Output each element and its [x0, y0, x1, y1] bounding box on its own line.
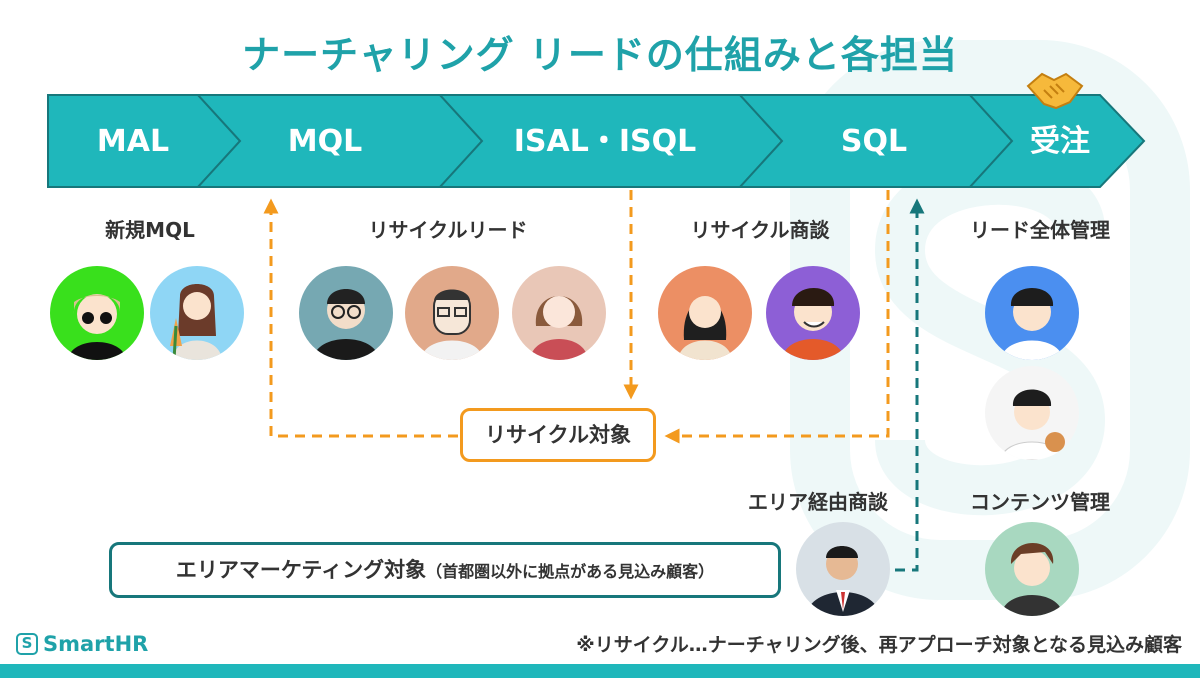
- stage-band: [47, 94, 1146, 188]
- label-lead-management: リード全体管理: [970, 218, 1110, 242]
- arrow-recycle-to-mql: [263, 198, 458, 438]
- handshake-icon: [1026, 72, 1084, 110]
- label-recycle-lead: リサイクルリード: [368, 218, 528, 242]
- footnote: ※リサイクル…ナーチャリング後、再アプローチ対象となる見込み顧客: [576, 634, 1182, 656]
- avatar: [985, 266, 1079, 360]
- avatar: [405, 266, 499, 360]
- avatar: [985, 366, 1079, 460]
- avatar: [985, 522, 1079, 616]
- avatar: [658, 266, 752, 360]
- arrow-area-to-sql: [878, 198, 925, 572]
- label-recycle-deal: リサイクル商談: [690, 218, 830, 242]
- area-marketing-sub-text: （首都圏以外に拠点がある見込み顧客）: [426, 562, 715, 581]
- label-new-mql: 新規MQL: [105, 218, 195, 242]
- area-marketing-target-box: エリアマーケティング対象（首都圏以外に拠点がある見込み顧客）: [109, 542, 781, 598]
- avatar: [299, 266, 393, 360]
- area-marketing-main-text: エリアマーケティング対象: [175, 558, 427, 582]
- avatar: [512, 266, 606, 360]
- avatar: [796, 522, 890, 616]
- bottom-accent-bar: [0, 664, 1200, 678]
- smarthr-logo-icon: S: [16, 633, 38, 655]
- label-content-management: コンテンツ管理: [970, 490, 1110, 514]
- stage-isal-isql-label: ISAL・ISQL: [513, 124, 697, 159]
- stage-mal-label: MAL: [96, 124, 170, 159]
- logo-text: SmartHR: [43, 632, 149, 656]
- recycle-loop-arrows: [263, 190, 890, 444]
- recycle-target-box: リサイクル対象: [460, 408, 656, 462]
- arrow-sql-to-recycle: [664, 190, 890, 444]
- stage-order-shape: [967, 94, 1146, 188]
- avatar: [150, 266, 244, 360]
- label-area-deal: エリア経由商談: [748, 490, 888, 514]
- page-title: ナーチャリング リードの仕組みと各担当: [242, 33, 958, 77]
- stage-order-label: 受注: [1030, 124, 1090, 159]
- stage-mql-label: MQL: [287, 124, 363, 159]
- avatar: [50, 266, 144, 360]
- avatar: [766, 266, 860, 360]
- stage-sql-label: SQL: [840, 124, 908, 159]
- smarthr-logo: S SmartHR: [16, 630, 148, 658]
